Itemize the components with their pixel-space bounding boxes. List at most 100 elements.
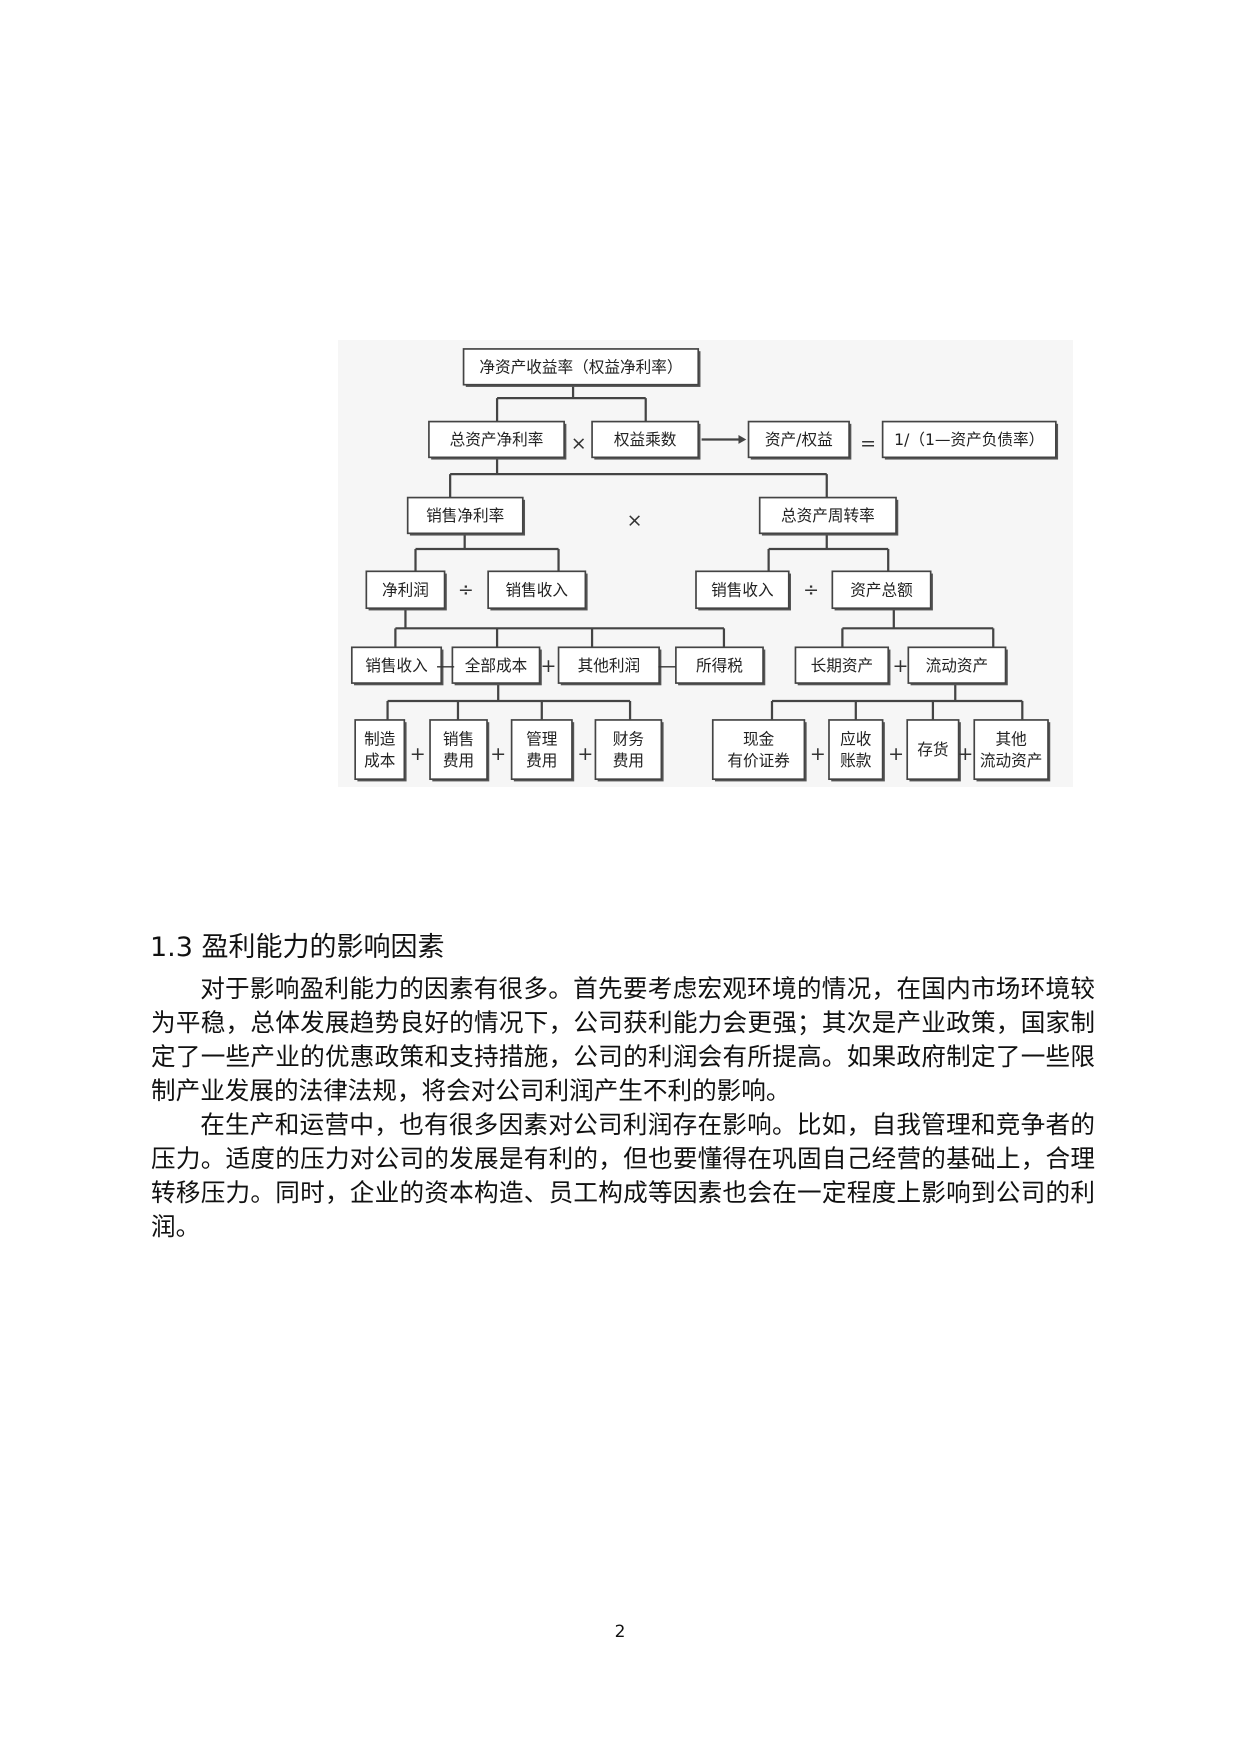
connector: [449, 457, 828, 498]
operator-symbol: ÷: [803, 579, 819, 601]
operator-symbol: =: [860, 433, 876, 455]
diagram-node: 销售收入: [695, 570, 791, 611]
node-label: 管理: [526, 730, 558, 749]
node-label: 有价证券: [727, 751, 790, 770]
page-number: 2: [614, 1622, 626, 1642]
node-label: 费用: [613, 751, 644, 770]
node-box: [675, 646, 764, 684]
operator-symbol: ÷: [458, 579, 474, 601]
node-box: [973, 719, 1049, 781]
diagram-node: 所得税: [675, 646, 766, 686]
paragraph: 对于影响盈利能力的因素有很多。首先要考虑宏观环境的情况，在国内市场环境较为平稳，…: [151, 974, 1095, 1105]
node-label: 账款: [840, 751, 872, 770]
node-label: 销售: [443, 730, 474, 749]
node-label: 流动资产: [980, 751, 1042, 770]
node-label: 全部成本: [465, 656, 528, 675]
node-box: [429, 719, 488, 781]
node-box: [747, 420, 850, 459]
node-box: [758, 496, 897, 535]
node-box: [557, 646, 660, 684]
diagram-node: 1/（1—资产负债率）: [881, 420, 1059, 460]
diagram-node: 资产/权益: [747, 420, 852, 460]
node-label: 销售净利率: [426, 506, 504, 525]
section-heading: 1.3 盈利能力的影响因素: [150, 932, 445, 963]
node-box: [881, 420, 1057, 459]
node-label: 长期资产: [811, 656, 874, 675]
node-box: [711, 719, 806, 781]
node-box: [906, 719, 960, 781]
node-box: [365, 570, 446, 610]
connector: [841, 608, 995, 648]
node-label: 销售收入: [365, 656, 428, 675]
operator-symbol: +: [893, 655, 909, 677]
diagram-node: 流动资产: [907, 646, 1008, 686]
diagram-node: 净利润: [365, 570, 447, 611]
node-label: 净资产收益率（权益净利率）: [479, 357, 682, 376]
node-label: 成本: [364, 751, 396, 770]
diagram-node: 其他利润: [557, 646, 662, 686]
diagram-nodes: 净资产收益率（权益净利率） 总资产净利率 权益乘数 资产/权益 1/（1—资产负债率） 销…: [350, 348, 1059, 782]
operator-symbol: +: [888, 743, 904, 765]
connector: [394, 608, 726, 648]
operator-symbol: ×: [627, 510, 643, 532]
paragraph: 在生产和运营中，也有很多因素对公司利润存在影响。比如，自我管理和竞争者的压力。适…: [151, 1110, 1095, 1241]
node-box: [594, 719, 663, 781]
node-box: [406, 496, 524, 535]
node-box: [487, 570, 587, 610]
node-label: 制造: [364, 730, 396, 749]
node-box: [428, 420, 565, 459]
node-box: [510, 719, 573, 781]
diagram-node: 销售收入: [487, 570, 588, 611]
node-label: 所得税: [696, 656, 743, 675]
connector: [386, 683, 632, 720]
node-label: 资产/权益: [765, 430, 833, 449]
node-label: 总资产周转率: [781, 506, 875, 525]
diagram-node: 资产总额: [831, 570, 933, 611]
node-box: [354, 719, 406, 781]
node-label: 销售收入: [506, 580, 569, 599]
operator-symbol: ×: [571, 433, 587, 455]
operator-symbol: +: [810, 743, 826, 765]
node-label: 资产总额: [850, 580, 913, 599]
node-label: 应收: [840, 730, 872, 749]
section-body: 对于影响盈利能力的因素有很多。首先要考虑宏观环境的情况，在国内市场环境较为平稳，…: [151, 972, 1095, 1244]
connector: [767, 533, 890, 572]
node-label: 费用: [443, 751, 474, 770]
node-box: [451, 646, 541, 684]
node-box: [828, 719, 884, 781]
node-box: [794, 646, 890, 684]
dupont-analysis-diagram: 净资产收益率（权益净利率） 总资产净利率 权益乘数 资产/权益 1/（1—资产负债率） 销…: [338, 340, 1073, 787]
node-box: [907, 646, 1007, 684]
operator-symbol: +: [410, 743, 426, 765]
node-label: 其他利润: [578, 656, 641, 675]
diagram-node: 长期资产: [794, 646, 891, 686]
node-label: 1/（1—资产负债率）: [894, 430, 1044, 449]
diagram-node: 存货: [906, 719, 961, 782]
diagram-node: 总资产净利率: [428, 420, 567, 460]
node-label: 财务: [613, 730, 645, 749]
diagram-connectors: [386, 384, 1024, 720]
node-label: 其他: [996, 730, 1028, 749]
node-box: [695, 570, 790, 610]
diagram-node: 全部成本: [451, 646, 542, 686]
node-label: 费用: [526, 751, 557, 770]
operator-symbol: +: [490, 743, 506, 765]
arrow-head: [738, 434, 747, 444]
node-label: 现金: [743, 730, 775, 749]
node-label: 净利润: [382, 580, 429, 599]
node-label: 销售收入: [711, 580, 774, 599]
node-label: 总资产净利率: [450, 430, 544, 449]
operator-symbol: +: [541, 655, 557, 677]
node-box: [462, 348, 700, 386]
diagram-operators: ×=×÷÷—+—+++++++: [410, 433, 973, 766]
operator-symbol: +: [957, 743, 973, 765]
diagram-node: 权益乘数: [591, 420, 701, 460]
diagram-node: 销售收入: [350, 646, 444, 686]
diagram-node: 净资产收益率（权益净利率）: [462, 348, 701, 387]
node-label: 流动资产: [926, 656, 989, 675]
